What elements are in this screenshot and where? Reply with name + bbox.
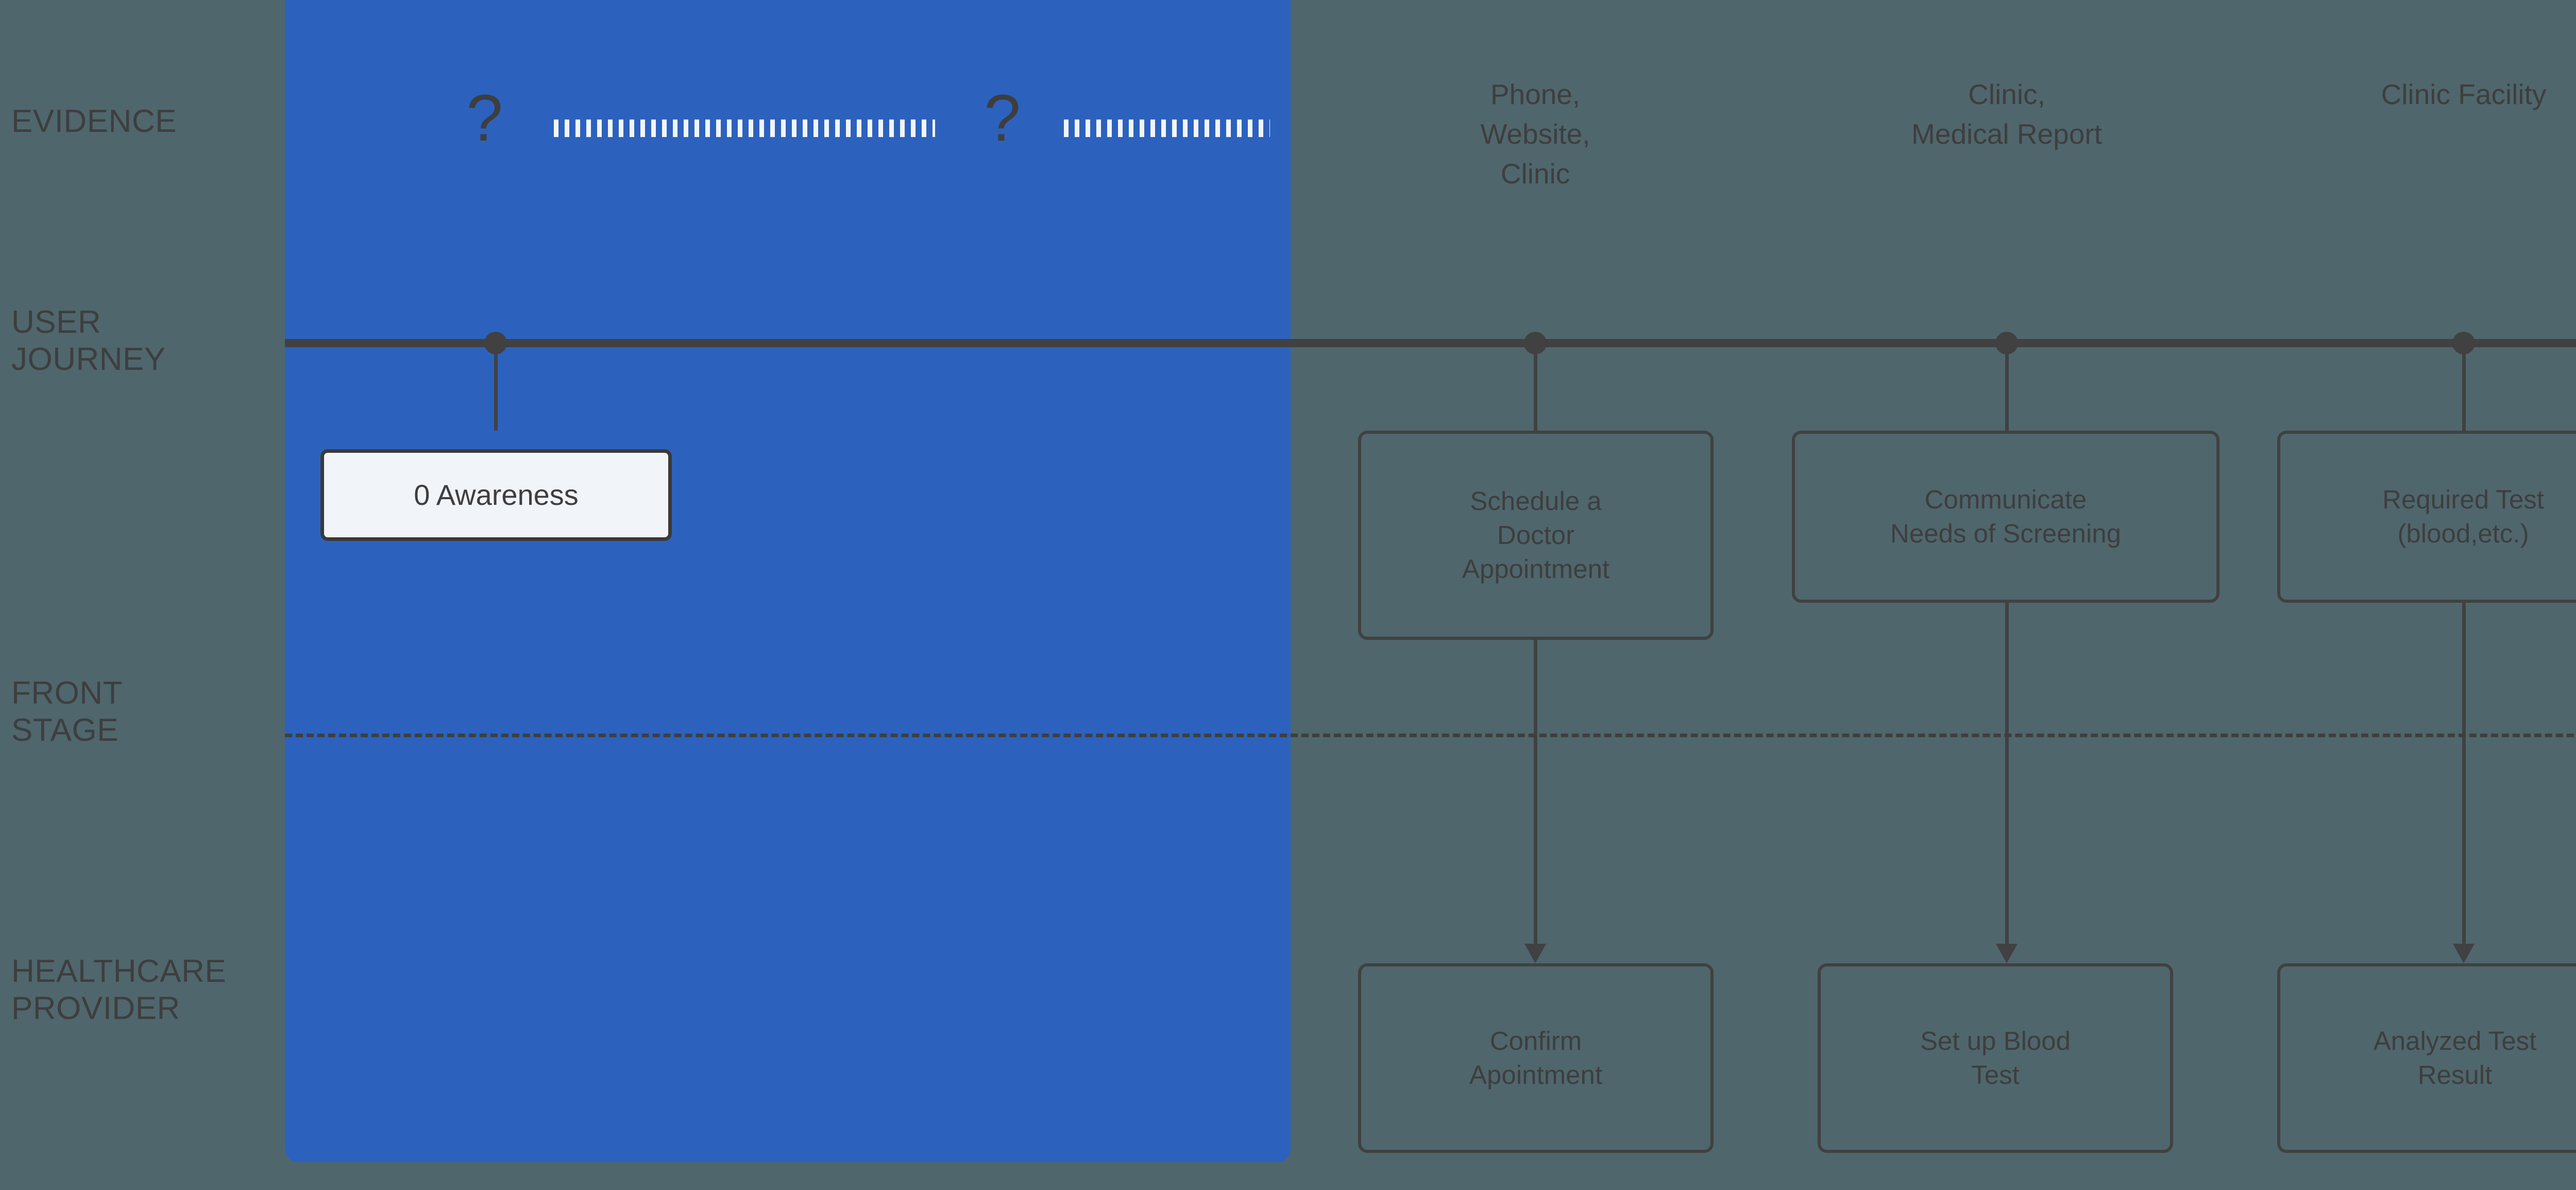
provider-box[interactable]: Confirm Apointment (1358, 963, 1714, 1153)
provider-box[interactable]: Set up Blood Test (1818, 963, 2173, 1153)
arrow-down-icon (2453, 944, 2475, 963)
provider-box[interactable]: Analyzed Test Result (2277, 963, 2576, 1153)
connector-stem (2462, 348, 2466, 431)
row-label-front-stage: FRONT STAGE (11, 675, 123, 748)
line-of-interaction-divider (285, 734, 2576, 737)
connector-stem (494, 348, 498, 431)
evidence-item: Clinic Facility (2381, 78, 2547, 110)
connector-stem (1534, 348, 1537, 431)
question-mark-icon: ? (466, 81, 503, 155)
question-mark-icon: ? (984, 81, 1021, 155)
connector-stem-down (1534, 639, 1537, 956)
row-label-healthcare-provider: HEALTHCARE PROVIDER (11, 954, 227, 1026)
row-label-evidence: EVIDENCE (11, 104, 177, 139)
awareness-highlight-panel (285, 0, 1291, 1162)
user-journey-timeline (285, 339, 2576, 347)
evidence-item: Clinic, Medical Report (1911, 78, 2102, 150)
hatched-placeholder-line (554, 120, 935, 137)
stage-chip-awareness[interactable]: 0 Awareness (320, 449, 672, 541)
connector-stem (2005, 348, 2009, 431)
arrow-down-icon (1996, 944, 2018, 963)
connector-stem-down (2462, 603, 2466, 956)
evidence-item: Phone, Website, Clinic (1480, 78, 1590, 190)
connector-stem-down (2005, 603, 2009, 956)
front-stage-box[interactable]: Required Test (blood,etc.) (2277, 431, 2576, 603)
arrow-down-icon (1524, 944, 1546, 963)
front-stage-box[interactable]: Schedule a Doctor Appointment (1358, 431, 1714, 640)
front-stage-box[interactable]: Communicate Needs of Screening (1792, 431, 2219, 603)
row-label-user-journey: USER JOURNEY (11, 304, 166, 377)
hatched-placeholder-line (1064, 120, 1270, 137)
